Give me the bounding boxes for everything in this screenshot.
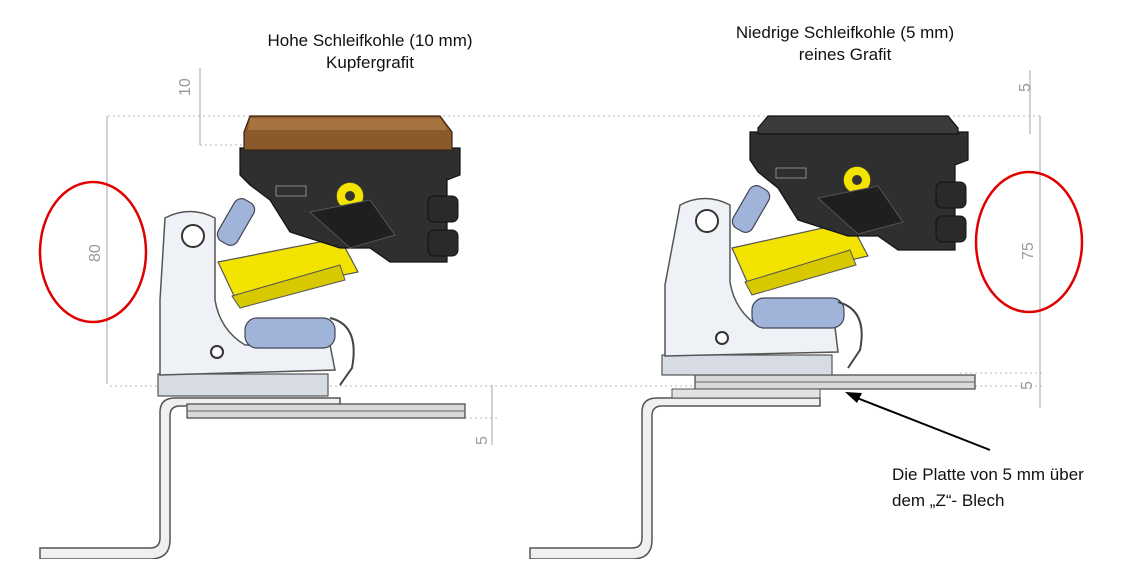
annotation-arrowhead [845,392,862,403]
insulator-upper-left [216,198,256,246]
dim-label-10: 10 [177,78,194,96]
plate-annotation-line1: Die Platte von 5 mm über [892,465,1084,484]
plate-annotation-line2: dem „Z“- Blech [892,491,1005,510]
left-title: Hohe Schleifkohle (10 mm) Kupfergrafit [220,30,520,74]
yellow-arm-left [217,237,359,299]
highlight-circle-right [974,170,1084,314]
z-sheet-left [39,397,341,560]
insulator-lower-right [751,297,845,329]
dim-label-75: 75 [1020,242,1037,260]
right-assembly [529,115,976,560]
right-title-line2: reines Grafit [798,45,892,64]
dim-label-5-left: 5 [474,436,491,445]
insulator-upper-right [731,185,771,233]
plate-annotation: Die Platte von 5 mm über dem „Z“- Blech [892,462,1142,514]
dim-label-5-top: 5 [1017,83,1034,92]
left-title-line1: Hohe Schleifkohle (10 mm) [267,31,473,50]
bracket-hole-right [695,209,719,233]
dim-label-5-right: 5 [1019,381,1036,390]
yellow-arm-right [731,221,869,285]
left-assembly [39,115,466,560]
base-plate-left [157,373,329,397]
highlight-circle-left [38,180,148,324]
z-sheet-right [529,397,821,560]
base-plate-right [661,354,833,376]
carbon-low [757,115,959,135]
dim-label-80: 80 [87,244,104,262]
annotation-arrow [851,395,991,451]
bracket-hole-left [181,224,205,248]
right-title: Niedrige Schleifkohle (5 mm) reines Graf… [695,22,995,66]
insulator-lower-left [244,317,336,349]
left-title-line2: Kupfergrafit [326,53,414,72]
right-title-line1: Niedrige Schleifkohle (5 mm) [735,23,955,42]
